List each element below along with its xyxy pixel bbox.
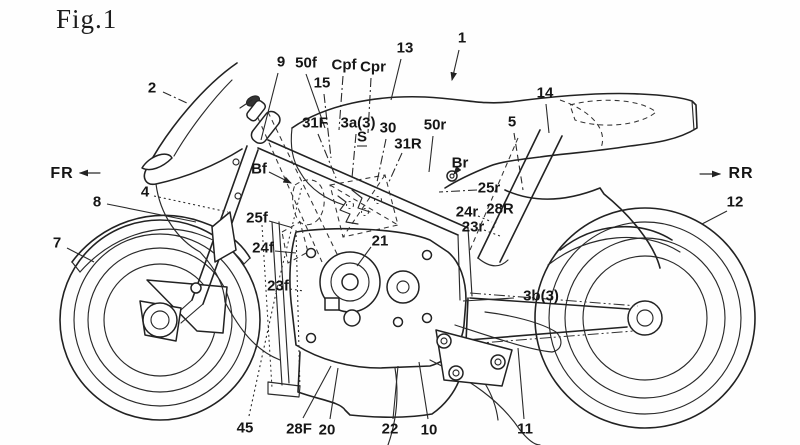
figure-title: Fig.1 (56, 4, 118, 34)
leader-line-21 (356, 246, 372, 267)
rear-direction-marker: RR (728, 165, 754, 182)
leader-line-14 (545, 103, 550, 134)
fairing-vent (141, 153, 173, 171)
leader-line-31R (387, 152, 403, 185)
leader-line-28F (302, 365, 332, 419)
ref-label-14: 14 (536, 84, 554, 102)
ref-label-Bf: Bf (251, 160, 267, 178)
leader-line-2 (162, 91, 188, 104)
ref-label-Br: Br (451, 154, 469, 172)
leader-line-3b(3) (462, 297, 515, 302)
ref-label-S: S (356, 128, 368, 147)
ref-label-24r: 24r (455, 203, 479, 221)
ref-label-9: 9 (276, 53, 286, 71)
leader-line-12 (701, 210, 728, 225)
chain-line (467, 292, 639, 345)
ref-label-28R: 28R (486, 200, 514, 218)
leader-line-10 (418, 361, 429, 420)
leader-line-30 (376, 138, 387, 183)
ref-label-21: 21 (371, 232, 389, 250)
handlebar-clipon (239, 95, 281, 145)
ref-label-2: 2 (147, 79, 157, 97)
ref-label-23r: 23r (461, 218, 485, 236)
leader-line-Bf (268, 171, 292, 184)
ref-label-3b(3): 3b(3) (523, 287, 559, 305)
footpeg-bracket (435, 329, 513, 387)
leader-line-1 (450, 49, 460, 82)
front-wheel (59, 219, 261, 421)
ref-label-25r: 25r (477, 179, 501, 197)
leader-line-9 (260, 72, 279, 141)
leader-line-50r (428, 135, 434, 173)
rear-subframe (469, 129, 563, 267)
ref-label-22: 22 (381, 420, 399, 438)
ref-label-5: 5 (507, 113, 517, 131)
tank-seat-tail (290, 92, 698, 206)
leader-line-23f (289, 288, 305, 292)
ref-label-7: 7 (52, 234, 62, 252)
leader-line-23r (483, 229, 501, 237)
leader-line-50f (305, 73, 326, 129)
front-axle-hub (142, 302, 178, 338)
leader-line-25r (438, 189, 478, 193)
ref-label-4: 4 (140, 183, 150, 201)
ref-label-20: 20 (318, 421, 336, 439)
ref-label-Cpf: Cpf (331, 56, 357, 74)
leader-line-3a(3) (351, 133, 357, 179)
ref-label-50f: 50f (295, 54, 317, 72)
ref-label-11: 11 (517, 420, 533, 438)
leader-line-Br (453, 165, 462, 175)
swingarm (465, 292, 639, 345)
ref-label-12: 12 (726, 193, 744, 211)
ref-label-31F: 31F (302, 114, 328, 132)
leader-line-25f (268, 220, 291, 228)
leader-line-24f (274, 250, 297, 254)
leader-line-13 (390, 58, 402, 101)
ref-label-28F: 28F (286, 420, 312, 438)
ref-label-8: 8 (92, 193, 102, 211)
leader-line-5 (513, 132, 524, 191)
leader-line-7 (66, 247, 95, 263)
ref-label-3a(3): 3a(3) (340, 114, 376, 132)
leader-line-28R (492, 216, 499, 230)
ref-label-13: 13 (396, 39, 414, 57)
leader-line-31F (317, 133, 337, 179)
radiator (261, 221, 301, 398)
ref-label-1: 1 (457, 29, 467, 47)
front-direction-marker: FR (50, 165, 74, 182)
front-fairing (141, 62, 243, 303)
leader-line-22 (392, 365, 399, 420)
leader-line-8 (106, 203, 197, 223)
engine (289, 227, 467, 369)
ref-label-10: 10 (420, 421, 438, 439)
leader-line-20 (329, 367, 339, 420)
ref-label-15: 15 (313, 74, 331, 92)
ref-label-25f: 25f (246, 209, 268, 227)
leader-line-45 (248, 292, 277, 417)
ref-label-50r: 50r (423, 116, 447, 134)
ref-label-45: 45 (236, 419, 254, 437)
leader-line-15 (323, 93, 332, 159)
leader-line-4 (153, 195, 229, 213)
cylinder-head-cluster (275, 174, 399, 293)
ref-label-24f: 24f (252, 239, 274, 257)
ref-label-23f: 23f (267, 277, 289, 295)
leader-line-11 (517, 347, 525, 420)
ref-label-31R: 31R (394, 135, 422, 153)
rear-wheel (534, 207, 756, 429)
rear-cowl-hugger (504, 187, 681, 269)
ref-label-30: 30 (379, 119, 397, 137)
ref-label-Cpr: Cpr (360, 58, 386, 76)
